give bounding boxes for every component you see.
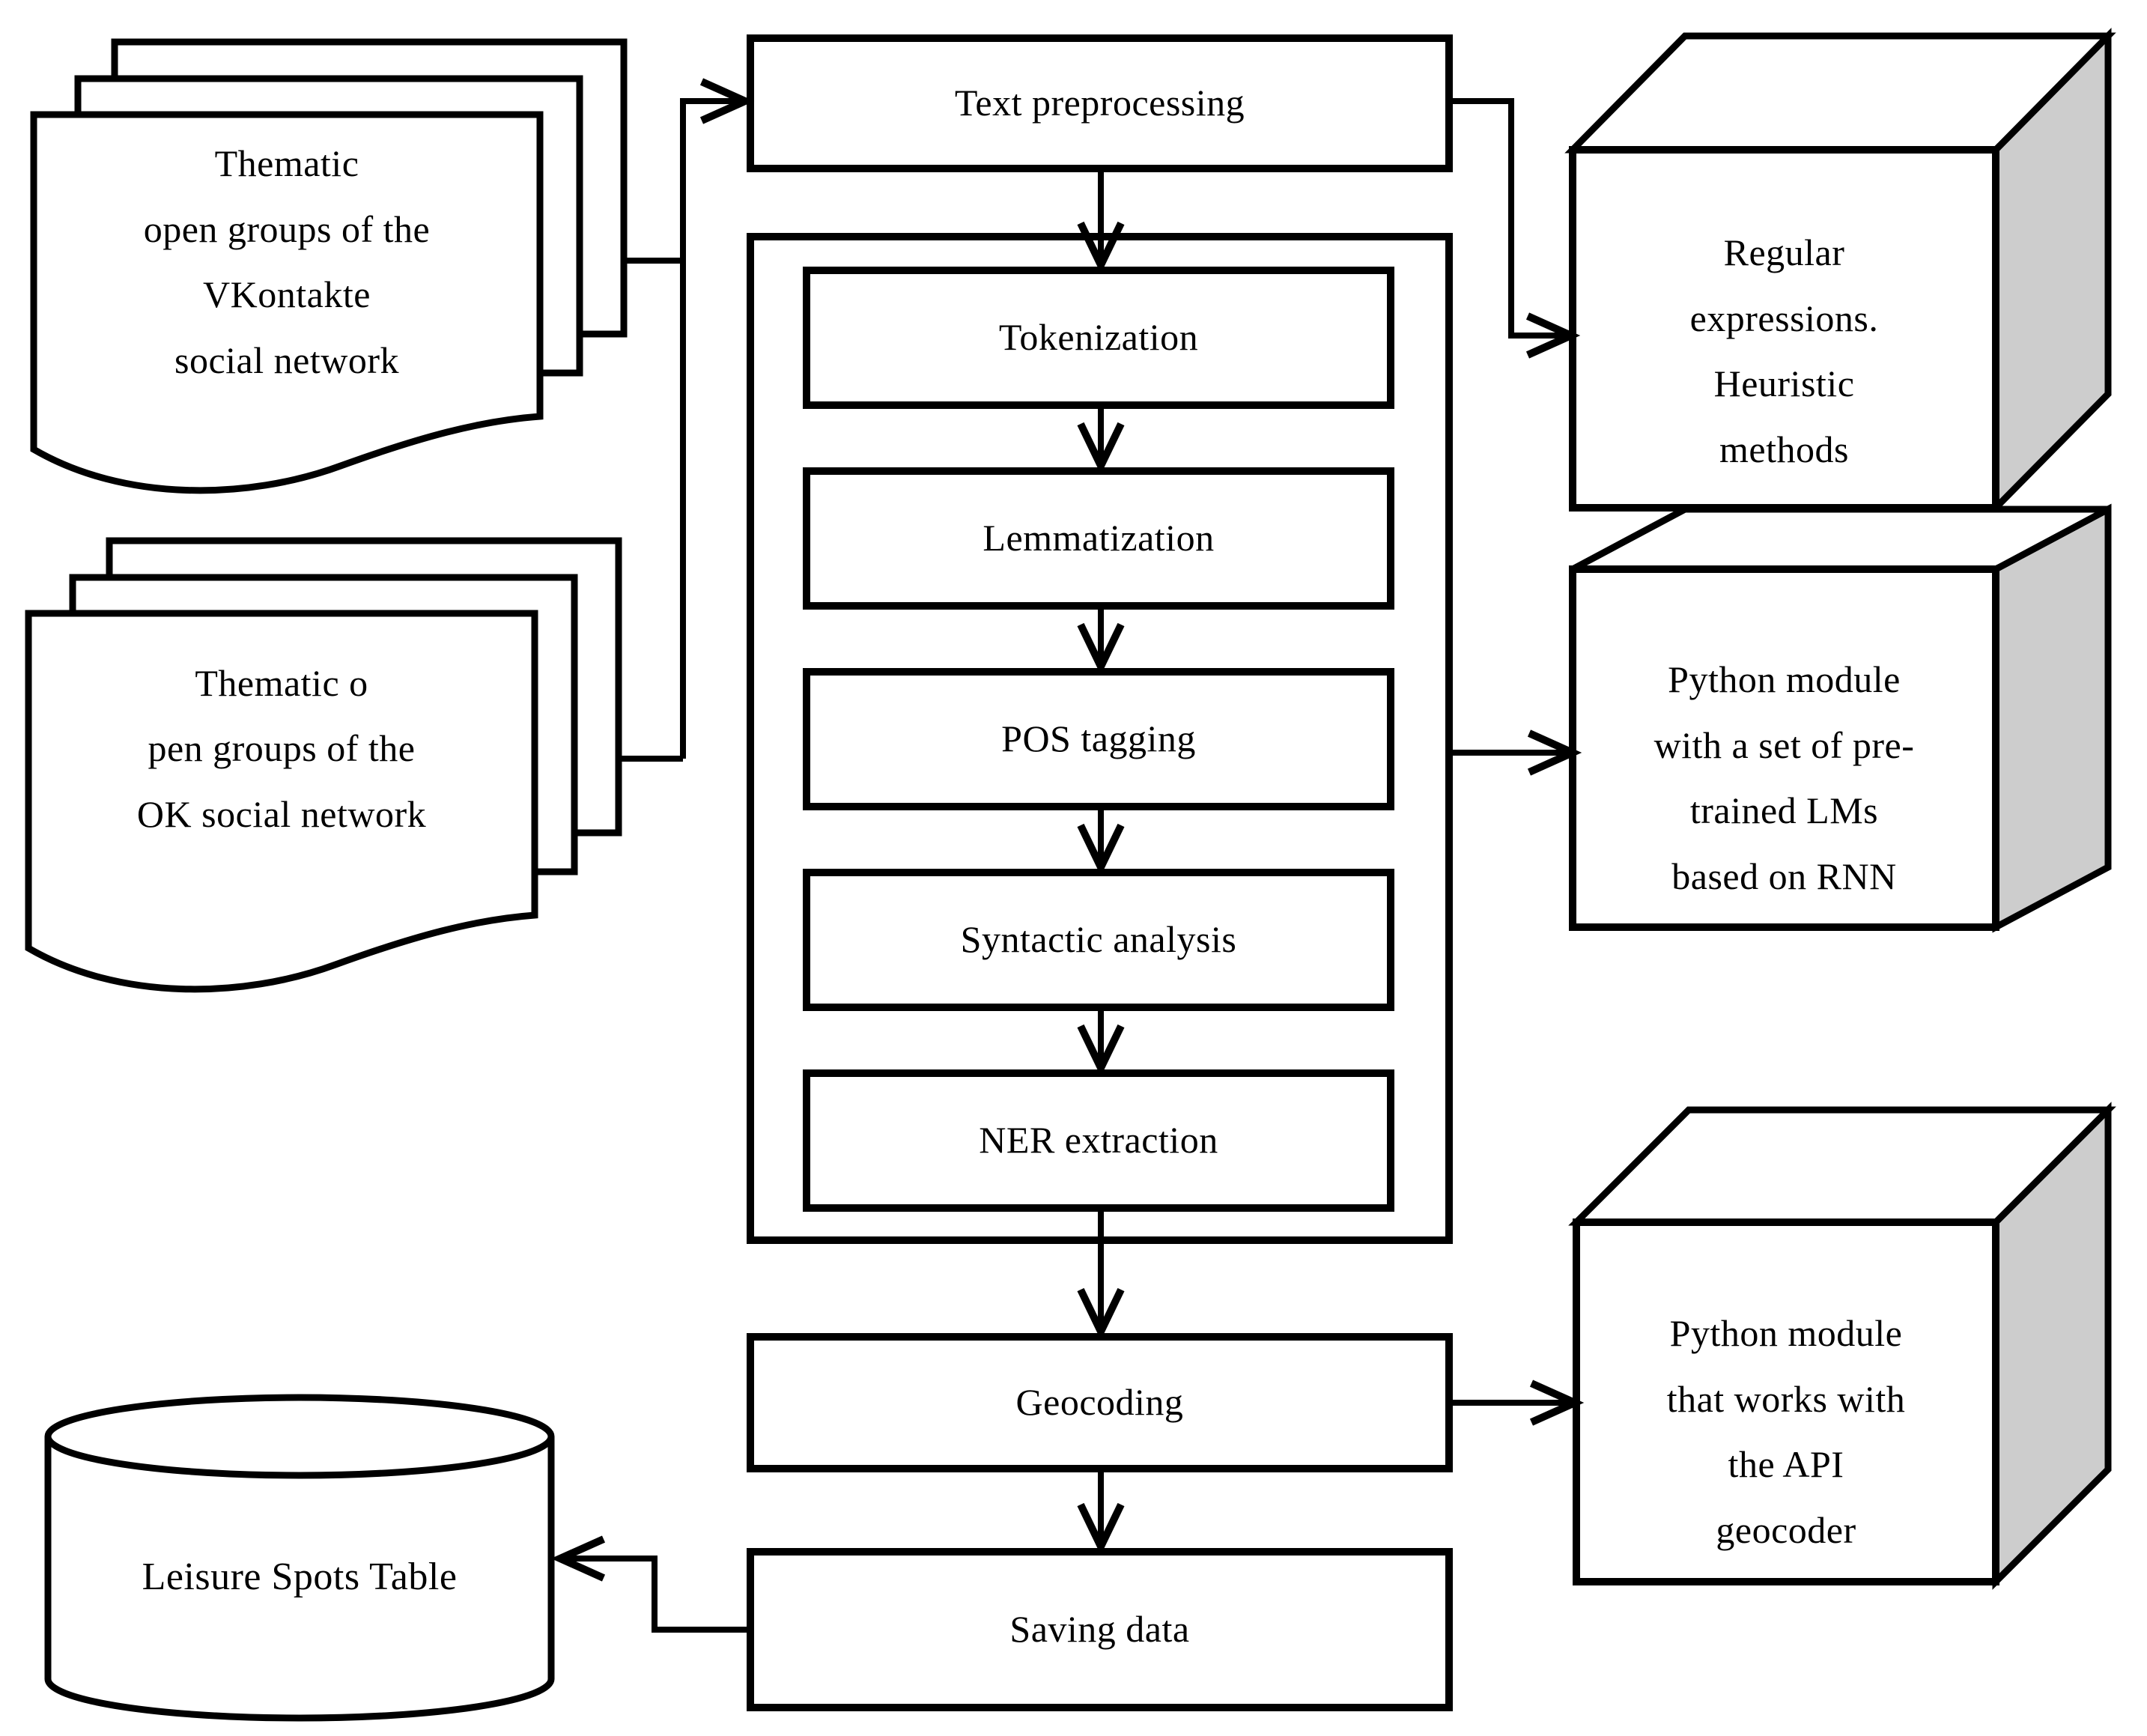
leisure-spots-table-label: Leisure Spots Table [142,1556,458,1598]
arrow-saving-to-table [569,1556,747,1633]
saving-data-box: Saving data [747,1548,1453,1711]
arrowhead-into-preprocessing [699,78,755,124]
ok-documents-label-wrap: Thematic o pen groups of the OK social n… [28,592,535,906]
syntactic-analysis-box: Syntactic analysis [803,869,1394,1011]
arrow-docs-to-preprocessing [619,98,738,762]
lemmatization-box: Lemmatization [803,467,1394,610]
pos-tagging-label: POS tagging [1001,717,1196,760]
arrowhead-into-regex-cube [1525,312,1581,359]
tokenization-box: Tokenization [803,267,1394,409]
arrowhead-into-table [550,1535,606,1582]
regex-module-label-wrap: Regular expressions. Heuristic methods [1573,150,1996,508]
geocoder-module-label: Python module that works with the API ge… [1666,1312,1906,1551]
ner-extraction-label: NER extraction [979,1119,1218,1162]
lms-module-label: Python module with a set of pre- trained… [1653,658,1915,897]
saving-data-label: Saving data [1009,1608,1190,1651]
leisure-spots-table-label-wrap: Leisure Spots Table [48,1541,551,1612]
arrowhead-into-saving [1077,1502,1125,1556]
geocoding-box: Geocoding [747,1333,1453,1472]
arrow-preprocessing-to-regex-cube [1453,98,1564,339]
pos-tagging-box: POS tagging [803,668,1394,810]
geocoder-module-label-wrap: Python module that works with the API ge… [1576,1222,1996,1582]
tokenization-label: Tokenization [998,316,1199,359]
vk-documents-label-wrap: Thematic open groups of the VKontakte so… [34,105,540,419]
arrowhead-into-geocoder-cube [1529,1380,1585,1426]
arrowhead-into-lms-cube [1527,729,1582,776]
lemmatization-label: Lemmatization [983,517,1215,559]
arrowhead-into-geocoding [1077,1287,1125,1341]
lms-module-label-wrap: Python module with a set of pre- trained… [1573,569,1996,927]
syntactic-analysis-label: Syntactic analysis [960,918,1237,961]
ok-documents-label: Thematic o pen groups of the OK social n… [136,661,427,835]
vk-documents-label: Thematic open groups of the VKontakte so… [143,142,431,381]
geocoding-label: Geocoding [1015,1381,1184,1424]
regex-module-label: Regular expressions. Heuristic methods [1689,231,1879,470]
ner-extraction-box: NER extraction [803,1069,1394,1212]
text-preprocessing-box: Text preprocessing [747,34,1453,172]
text-preprocessing-label: Text preprocessing [954,82,1245,124]
